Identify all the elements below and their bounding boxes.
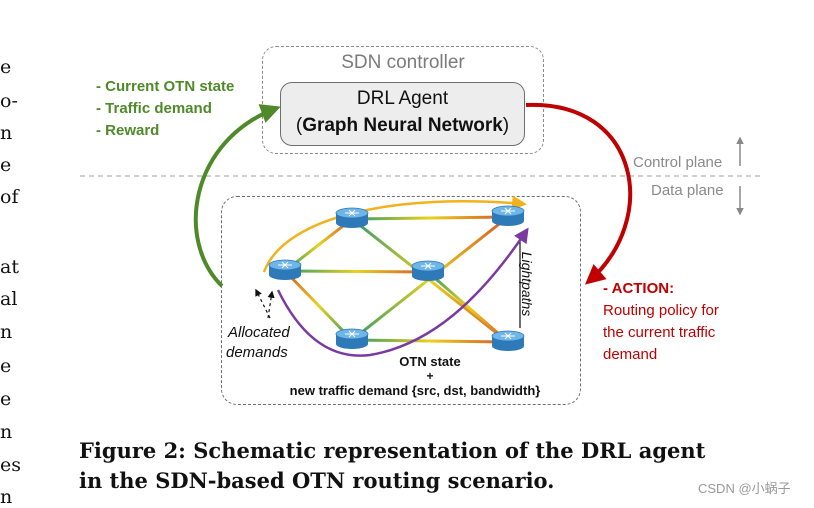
router-icon: [411, 260, 445, 281]
body-text-fragment: n: [0, 421, 13, 443]
router-icon: [491, 205, 525, 226]
sdn-controller-title: SDN controller: [341, 52, 465, 73]
body-text-fragment: al: [0, 288, 18, 310]
allocated-pointer: [267, 290, 275, 319]
input-reward: - Reward: [96, 122, 160, 139]
body-text-fragment: es: [0, 454, 21, 476]
data-plane-network-box: [221, 196, 581, 405]
figure-caption-line: in the SDN-based OTN routing scenario.: [79, 468, 555, 493]
figure-caption-line: Figure 2: Schematic representation of th…: [79, 438, 706, 463]
action-arrow: [525, 102, 633, 285]
input-traffic-demand: - Traffic demand: [96, 100, 212, 117]
state-arrow: [193, 104, 281, 288]
body-text-fragment: e: [0, 388, 12, 410]
drl-agent-label: DRL Agent: [356, 88, 449, 109]
data-plane-label: Data plane: [651, 182, 724, 199]
sdn-controller-box: [262, 46, 544, 154]
action-line: the current traffic: [603, 324, 716, 341]
allocated-pointer: [255, 288, 271, 319]
router-icon: [491, 330, 525, 351]
plus-sign: +: [426, 369, 434, 383]
body-text-fragment: n: [0, 321, 13, 343]
router-icon: [335, 207, 369, 228]
gnn-label: (Graph Neural Network): [295, 115, 510, 136]
router-icon: [268, 259, 302, 280]
input-current-otn-state: - Current OTN state: [96, 78, 235, 95]
allocated-demands-label: Allocated: [228, 324, 290, 341]
allocated-demands-label: demands: [226, 344, 288, 361]
action-line: Routing policy for: [603, 302, 719, 319]
body-text-fragment: e: [0, 154, 12, 176]
body-text-fragment: n: [0, 122, 13, 144]
otn-state-label: OTN state: [399, 354, 461, 369]
router-icon: [335, 328, 369, 349]
body-text-fragment: of: [0, 186, 19, 208]
action-title: - ACTION:: [603, 280, 675, 297]
network-links: [283, 215, 510, 344]
routers: [268, 205, 525, 351]
watermark: CSDN @小蜗子: [698, 481, 791, 496]
body-text-fragment: at: [0, 256, 19, 278]
body-text-fragment: e: [0, 355, 12, 377]
body-text-fragment: o-: [0, 90, 18, 112]
control-plane-label: Control plane: [633, 154, 723, 171]
new-traffic-demand-label: new traffic demand {src, dst, bandwidth}: [289, 383, 541, 398]
body-text-fragment: e: [0, 56, 12, 78]
drl-agent-box: [280, 82, 525, 146]
allocated-path-purple: [276, 227, 529, 357]
action-line: demand: [603, 346, 658, 363]
